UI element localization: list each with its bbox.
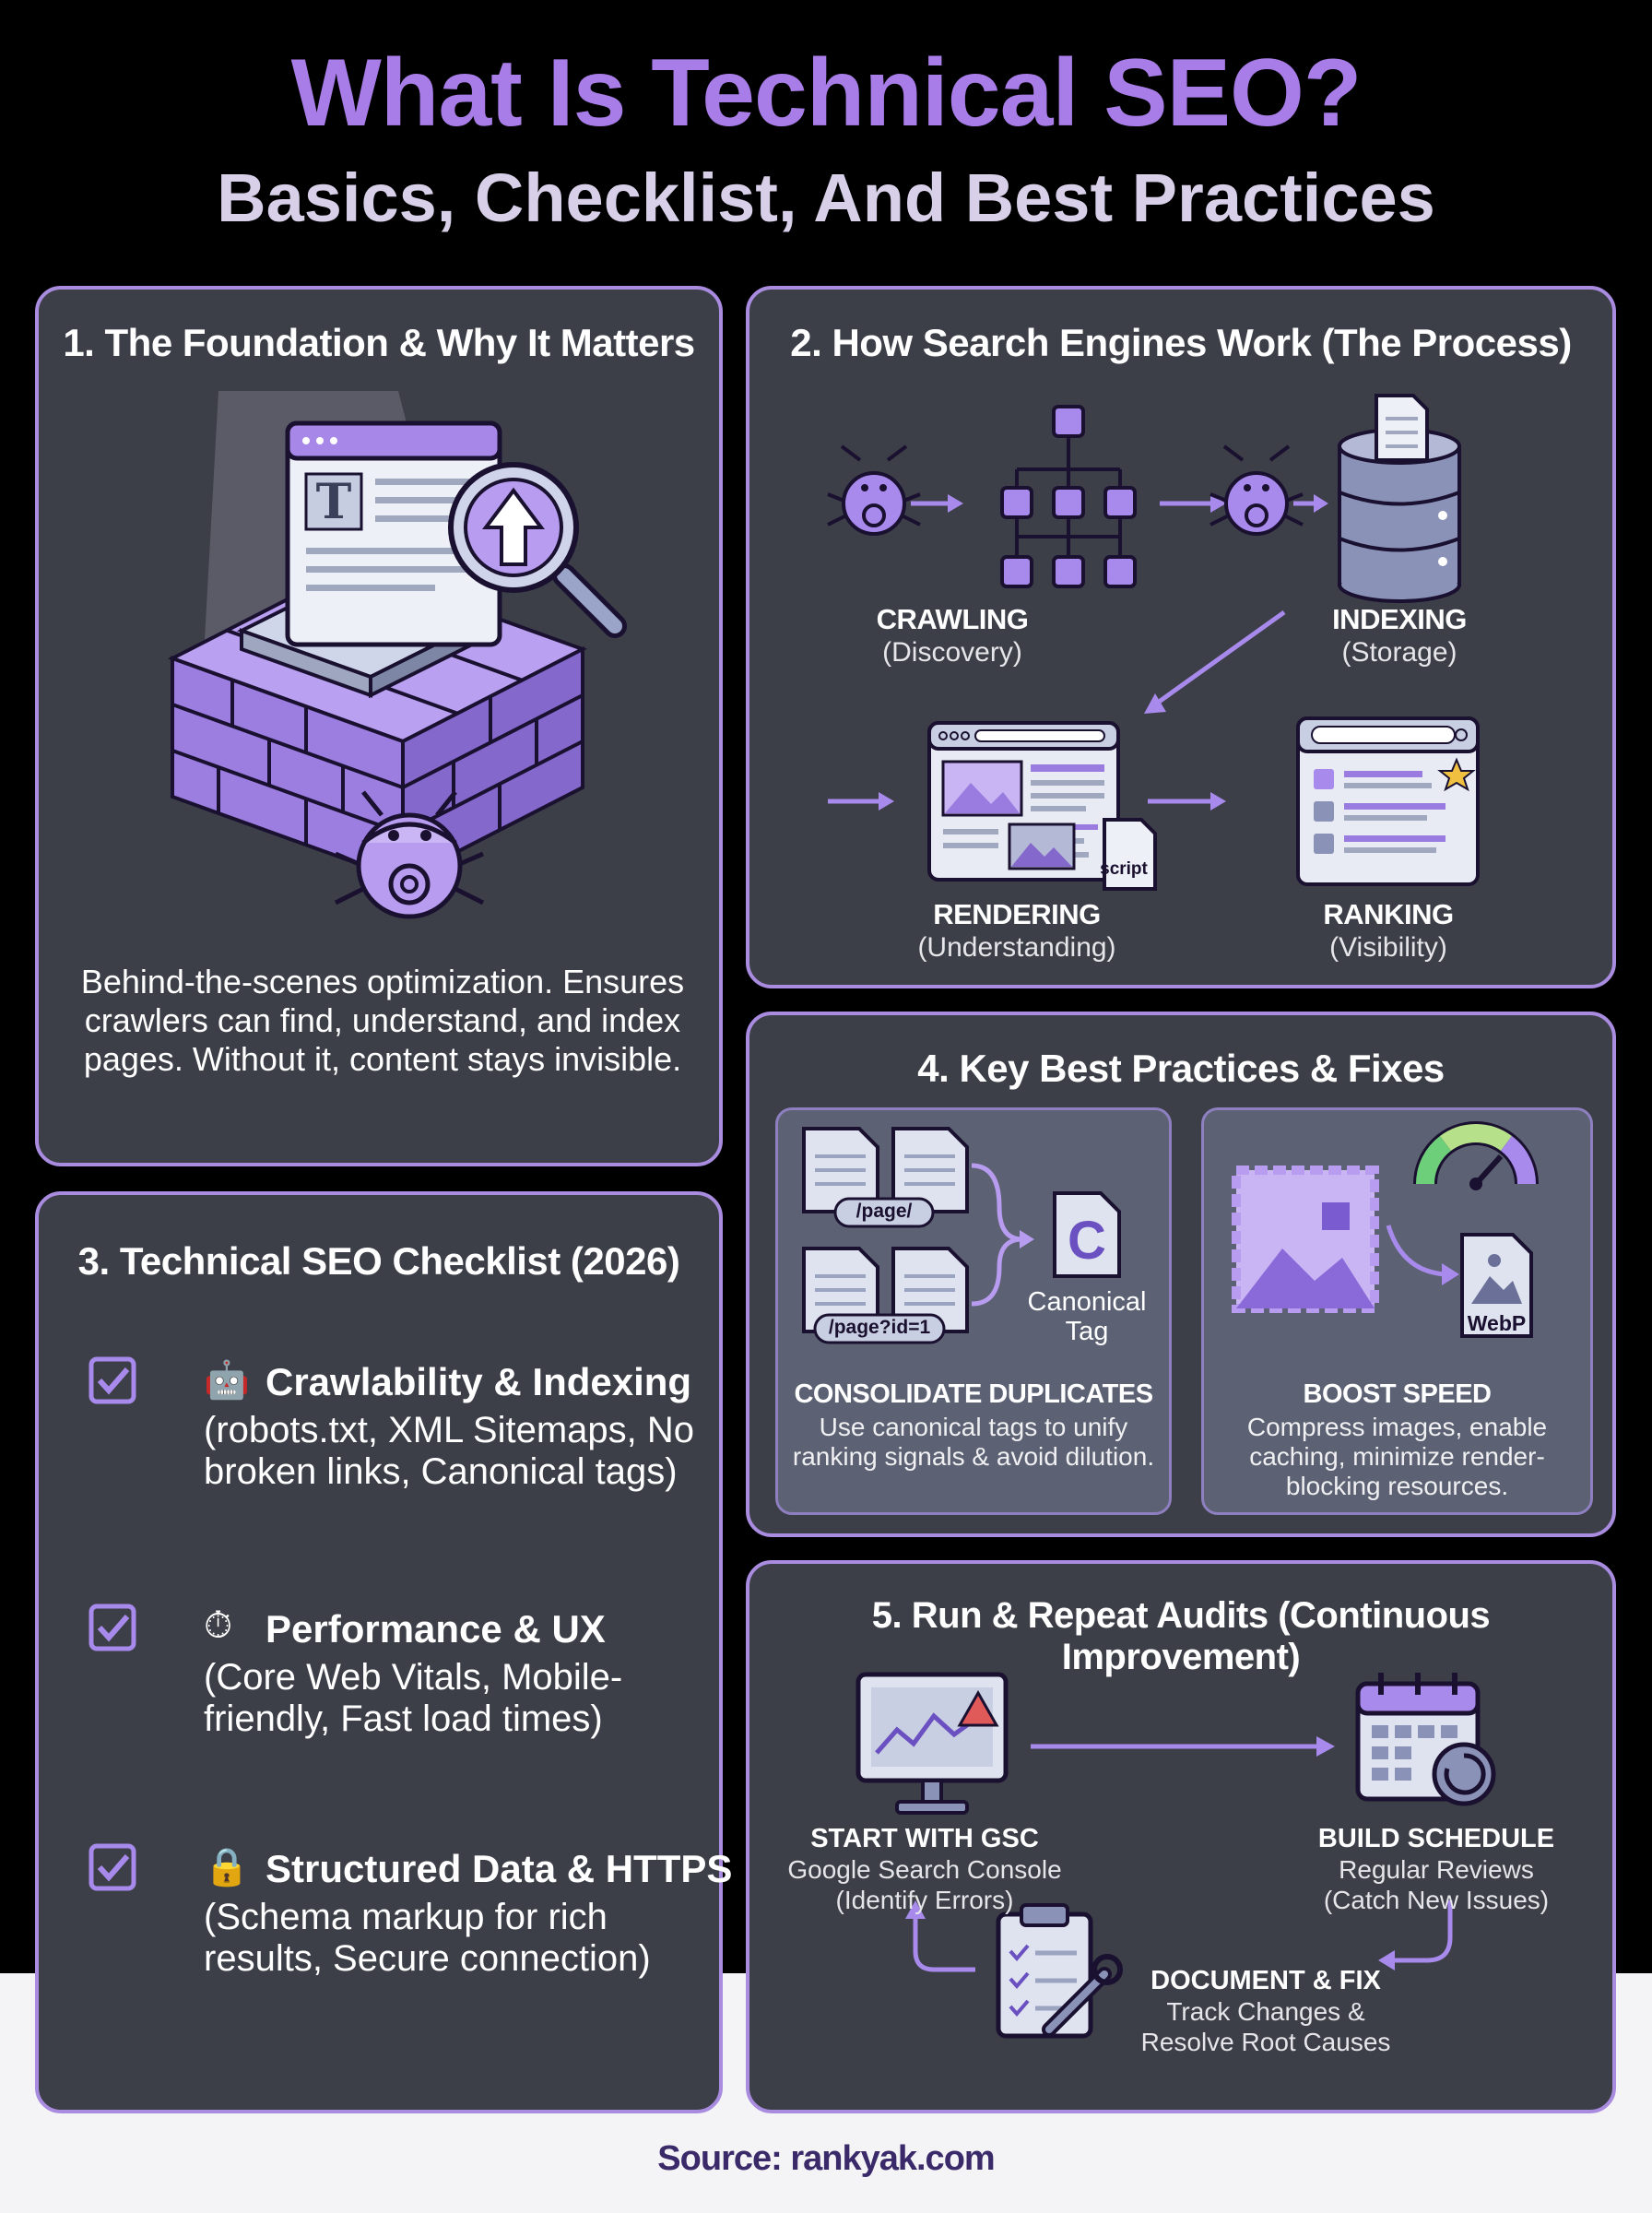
duplicate-pages-icon xyxy=(802,1127,1121,1344)
ranking-sublabel: (Visibility) xyxy=(1329,932,1447,963)
boost-speed-heading: BOOST SPEED xyxy=(1303,1379,1493,1409)
checkbox-icon xyxy=(88,1356,136,1404)
lock-icon: 🔒 xyxy=(204,1847,250,1888)
indexing-sublabel: (Storage) xyxy=(1341,637,1457,668)
ranking-browser-icon xyxy=(1296,716,1480,886)
page-title: What Is Technical SEO? xyxy=(290,40,1363,147)
foundation-illustration: T xyxy=(167,391,627,919)
webp-label: WebP xyxy=(1467,1311,1527,1335)
checklist-panel: 3. Technical SEO Checklist (2026) 🤖 Craw… xyxy=(35,1191,732,2113)
checklist-item-detail: (Core Web Vitals, Mobile-friendly, Fast … xyxy=(204,1657,623,1739)
canonical-tag-label: Canonical Tag xyxy=(1027,1287,1147,1346)
script-file-label: script xyxy=(1100,859,1148,879)
canonical-letter-icon: C xyxy=(1068,1211,1106,1271)
stopwatch-icon: ⏱ xyxy=(204,1605,233,1646)
svg-text:T: T xyxy=(316,474,352,530)
calendar-schedule-icon xyxy=(1355,1673,1496,1806)
audits-panel: 5. Run & Repeat Audits (Continuous Impro… xyxy=(746,1560,1616,2113)
indexer-bug-icon xyxy=(1210,444,1304,536)
document-fix-line2: Resolve Root Causes xyxy=(1140,2028,1391,2056)
rendering-sublabel: (Understanding) xyxy=(917,932,1116,963)
consolidate-duplicates-card: /page/ /page?id=1 C Canonical Tag CONSOL… xyxy=(775,1107,1172,1515)
schedule-label: BUILD SCHEDULE xyxy=(1317,1824,1555,1853)
ranking-label: RANKING xyxy=(1323,898,1454,930)
indexing-label: INDEXING xyxy=(1332,603,1467,635)
gsc-line2: (Identify Errors) xyxy=(835,1886,1014,1914)
duplicate-url-2: /page?id=1 xyxy=(828,1317,931,1338)
boost-speed-detail: Compress images, enable caching, minimiz… xyxy=(1246,1413,1548,1500)
audit-cycle-diagram xyxy=(856,1672,1496,2039)
page-subtitle: Basics, Checklist, And Best Practices xyxy=(217,160,1435,236)
crawling-sublabel: (Discovery) xyxy=(882,637,1022,668)
gsc-label: START WITH GSC xyxy=(810,1824,1039,1853)
site-tree-icon xyxy=(1000,405,1137,588)
checklist-item-title: Crawlability & Indexing xyxy=(266,1360,692,1403)
crawler-bug-icon xyxy=(827,444,921,536)
foundation-title: 1. The Foundation & Why It Matters xyxy=(63,321,695,364)
document-fix-line1: Track Changes & xyxy=(1166,1997,1365,2026)
consolidate-heading: CONSOLIDATE DUPLICATES xyxy=(794,1379,1153,1409)
crawling-label: CRAWLING xyxy=(876,603,1029,635)
monitor-alert-icon xyxy=(856,1672,1009,1815)
consolidate-detail: Use canonical tags to unify ranking sign… xyxy=(792,1413,1155,1471)
image-compression-icon xyxy=(1232,1121,1539,1338)
schedule-line2: (Catch New Issues) xyxy=(1323,1886,1550,1914)
checklist-item-title: Performance & UX xyxy=(266,1607,606,1651)
checklist-title: 3. Technical SEO Checklist (2026) xyxy=(77,1239,680,1283)
best-practices-panel: 4. Key Best Practices & Fixes xyxy=(746,1012,1616,1537)
process-title: 2. How Search Engines Work (The Process) xyxy=(790,321,1572,364)
database-icon xyxy=(1338,394,1461,603)
foundation-panel: 1. The Foundation & Why It Matters xyxy=(35,286,723,1166)
audits-title: 5. Run & Repeat Audits (Continuous Impro… xyxy=(871,1595,1491,1677)
source-credit: Source: rankyak.com xyxy=(657,2139,995,2178)
document-fix-label: DOCUMENT & FIX xyxy=(1150,1966,1381,1995)
clipboard-wrench-icon xyxy=(996,1903,1123,2039)
best-practices-title: 4. Key Best Practices & Fixes xyxy=(917,1047,1445,1090)
schedule-line1: Regular Reviews xyxy=(1339,1855,1534,1884)
rendering-label: RENDERING xyxy=(933,898,1101,930)
checkbox-icon xyxy=(88,1604,136,1651)
duplicate-url-1: /page/ xyxy=(856,1201,913,1222)
robot-icon: 🤖 xyxy=(204,1360,250,1401)
boost-speed-card: WebP BOOST SPEED Compress images, enable… xyxy=(1201,1107,1593,1515)
checklist-item-detail: (robots.txt, XML Sitemaps, No broken lin… xyxy=(204,1410,695,1492)
checklist-item-title: Structured Data & HTTPS xyxy=(266,1847,733,1890)
process-diagram xyxy=(827,394,1480,891)
gsc-line1: Google Search Console xyxy=(787,1855,1062,1884)
checklist-item-detail: (Schema markup for rich results, Secure … xyxy=(204,1897,651,1979)
foundation-description: Behind-the-scenes optimization. Ensures … xyxy=(80,963,685,1078)
rendering-browser-icon xyxy=(927,721,1157,891)
checkbox-icon xyxy=(88,1843,136,1891)
process-panel: 2. How Search Engines Work (The Process) xyxy=(746,286,1616,988)
